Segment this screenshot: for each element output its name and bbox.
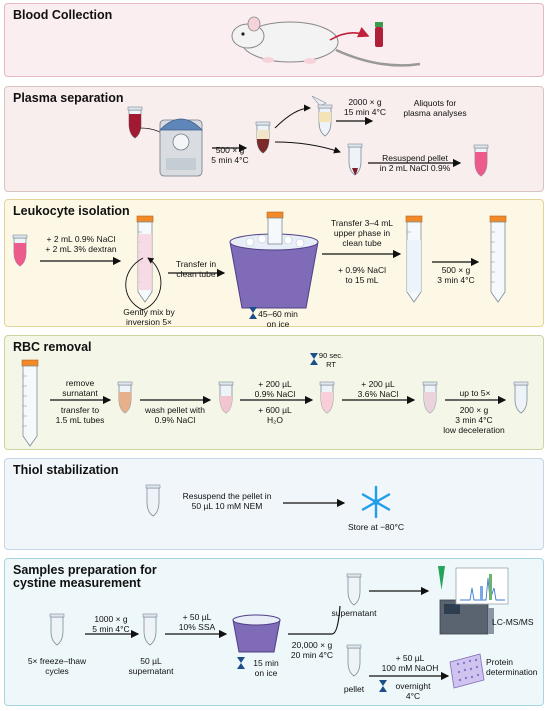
blood-sample-tube [12, 234, 28, 267]
panel-thiol-stabilization: Thiol stabilization [4, 458, 544, 550]
hourglass-icon-3 [379, 680, 387, 692]
separated-tube [255, 121, 271, 154]
supernatant-label: supernatant [331, 608, 377, 618]
panel-title-line2: cystine measurement [13, 576, 141, 590]
pellet-arrow [274, 141, 341, 154]
timer-label: 90 sec.RT [318, 351, 344, 369]
rbc-tube-1 [117, 381, 133, 414]
supernatant-tube-2 [346, 573, 362, 606]
rat-illustration [231, 16, 421, 67]
store-label: Store at −80°C [347, 522, 405, 532]
panel-title: RBC removal [13, 340, 92, 354]
chromatogram-inset [455, 567, 509, 605]
microplate-icon [449, 653, 485, 689]
falcon-tube-rbc [21, 359, 39, 447]
inversion-arrow [125, 257, 162, 311]
panel-title: Plasma separation [13, 91, 124, 105]
lcms-label: LC-MS/MS [492, 617, 534, 627]
panel-blood-collection: Blood Collection [4, 3, 544, 77]
split-arrow-up [331, 605, 341, 635]
blood-tube [375, 22, 383, 47]
pellet-tube-2 [346, 644, 362, 677]
panel-rbc-removal: RBC removal [4, 335, 544, 450]
pellet-tube [347, 143, 363, 176]
snowflake-icon [361, 485, 391, 519]
plasma-pipette [311, 95, 327, 107]
falcon-tube-ice [266, 211, 284, 245]
falcon-tube-mix [136, 215, 154, 303]
freeze-tube [49, 613, 65, 646]
panel-title: Leukocyte isolation [13, 204, 130, 218]
rbc-tube-4 [422, 381, 438, 414]
resuspended-tube [473, 144, 489, 177]
panel-title-line1: Samples preparation for [13, 563, 157, 577]
hourglass-icon-2 [237, 657, 245, 669]
ice-bucket [229, 233, 319, 309]
panel-plasma-separation: Plasma separation [4, 86, 544, 192]
pellet-label: pellet [343, 684, 365, 694]
plasma-arrow [274, 104, 311, 129]
lcms-instrument [438, 566, 494, 635]
panel-title: Thiol stabilization [13, 463, 119, 477]
collection-arrow [329, 26, 370, 41]
nem-tube [145, 484, 161, 517]
rbc-tube-5 [513, 381, 529, 414]
plasma-tube [317, 104, 333, 137]
rbc-tube-2 [218, 381, 234, 414]
rbc-tube-3 [319, 381, 335, 414]
panel-title: Blood Collection [13, 8, 113, 22]
ice-bucket-2 [232, 614, 281, 653]
blood-microtube [127, 106, 143, 139]
supernatant-tube-1 [142, 613, 158, 646]
falcon-tube-spun [489, 215, 507, 303]
falcon-tube-nacl [405, 215, 423, 303]
repeat-label: up to 5× [459, 388, 491, 398]
add-reagents-label: + 2 mL 0.9% NaCl+ 2 mL 3% dextran [45, 234, 117, 254]
centrifuge-icon [159, 118, 203, 177]
